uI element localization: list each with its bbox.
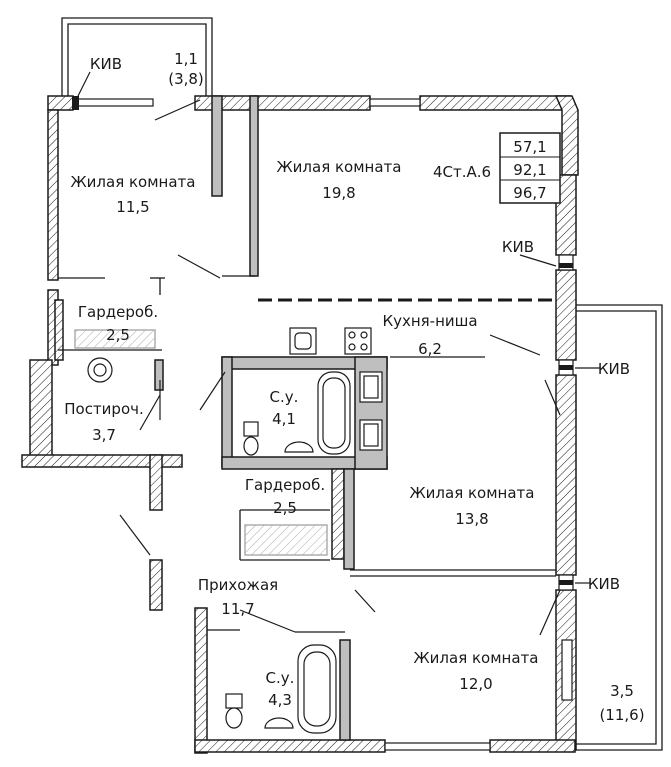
kiv-label: КИВ <box>598 360 630 378</box>
room-area: 4,3 <box>268 691 292 709</box>
windows <box>72 98 574 751</box>
room-area: 2,5 <box>273 499 297 517</box>
room-name: С.у. <box>266 669 295 687</box>
room-name: Жилая комната <box>414 649 539 667</box>
room-area: 12,0 <box>459 675 492 693</box>
area-total-with-balcony: 96,7 <box>513 184 546 202</box>
room-area: 2,5 <box>106 326 130 344</box>
room-labels: Жилая комната 11,5 Жилая комната 19,8 Га… <box>64 158 538 709</box>
plan-code: 4Ст.А.6 <box>433 163 491 181</box>
room-area: 11,5 <box>116 198 149 216</box>
kiv-label: КИВ <box>502 238 534 256</box>
area-living: 57,1 <box>513 138 546 156</box>
room-name: Постироч. <box>64 400 144 418</box>
room-name: С.у. <box>270 388 299 406</box>
kiv-label: КИВ <box>588 575 620 593</box>
balcony-right <box>572 304 663 751</box>
doors <box>119 99 561 636</box>
exterior-walls <box>21 95 579 754</box>
room-area: 19,8 <box>322 184 355 202</box>
balcony-area-full: (3,8) <box>168 70 204 88</box>
balcony-top <box>61 17 213 96</box>
room-area: 11,7 <box>221 600 254 618</box>
room-name: Прихожая <box>198 576 278 594</box>
area-summary-box: 57,1 92,1 96,7 <box>499 132 561 204</box>
balcony-labels: 1,1 (3,8) 3,5 (11,6) <box>168 50 644 724</box>
room-area: 3,7 <box>92 426 116 444</box>
area-total: 92,1 <box>513 161 546 179</box>
room-area: 6,2 <box>418 340 442 358</box>
room-area: 4,1 <box>272 410 296 428</box>
room-area: 13,8 <box>455 510 488 528</box>
balcony-area: 3,5 <box>610 682 634 700</box>
room-name: Гардероб. <box>78 303 158 321</box>
kiv-label: КИВ <box>90 55 122 73</box>
room-name: Гардероб. <box>245 476 325 494</box>
fixtures <box>74 327 383 734</box>
interior-walls <box>54 95 556 741</box>
room-name: Кухня-ниша <box>382 312 477 330</box>
kiv-markers <box>72 71 600 585</box>
room-name: Жилая комната <box>277 158 402 176</box>
room-name: Жилая комната <box>71 173 196 191</box>
room-name: Жилая комната <box>410 484 535 502</box>
balcony-area-full: (11,6) <box>599 706 644 724</box>
kiv-labels: КИВ КИВ КИВ КИВ <box>90 55 630 593</box>
balcony-area: 1,1 <box>174 50 198 68</box>
